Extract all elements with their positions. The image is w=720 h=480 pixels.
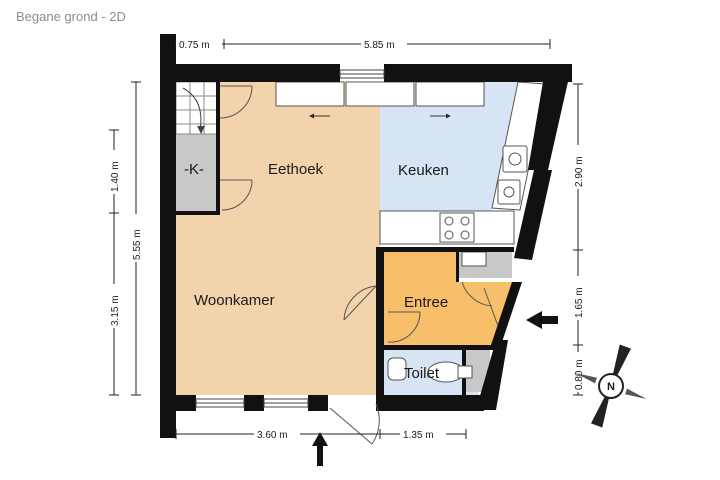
dim-left-upper: 1.40 m (110, 161, 121, 192)
kitchen-counter-right (491, 81, 547, 211)
dim-left-lower: 3.15 m (110, 295, 121, 326)
dim-right-upper: 2.90 m (574, 156, 585, 187)
room-label-toilet: Toilet (404, 365, 440, 382)
entree-floor (384, 250, 512, 345)
doors (219, 85, 499, 445)
dimension-labels: 0.75 m 5.85 m 5.55 m 1.40 m 3.15 m 2.90 … (108, 38, 585, 441)
room-label-eethoek: Eethoek (268, 161, 324, 178)
page-title: Begane grond - 2D (16, 9, 126, 24)
room-label-keuken: Keuken (398, 162, 449, 179)
compass-icon: N (575, 344, 647, 428)
stove-hood (461, 251, 487, 267)
toilet-fixtures (387, 357, 473, 383)
windows (195, 69, 385, 408)
dim-bottom-right: 1.35 m (403, 430, 434, 441)
walls (160, 34, 572, 438)
staircase (175, 81, 219, 135)
kast-floor (176, 133, 216, 213)
room-label-kast: -K- (184, 161, 204, 178)
room-label-woonkamer: Woonkamer (194, 292, 275, 309)
entrance-arrows (312, 311, 558, 466)
room-label-entree: Entree (404, 294, 448, 311)
compass-label: N (607, 381, 615, 393)
woonkamer-floor (176, 82, 380, 395)
dim-top-width: 5.85 m (364, 40, 395, 51)
dim-bottom-left: 3.60 m (257, 430, 288, 441)
dim-top-small: 0.75 m (179, 40, 210, 51)
kitchen-counter-bottom (379, 210, 515, 245)
dim-right-middle: 1.65 m (574, 287, 585, 318)
dim-left-total: 5.55 m (132, 229, 143, 260)
kitchen-counter-top (275, 81, 485, 107)
keuken-floor (380, 82, 518, 211)
